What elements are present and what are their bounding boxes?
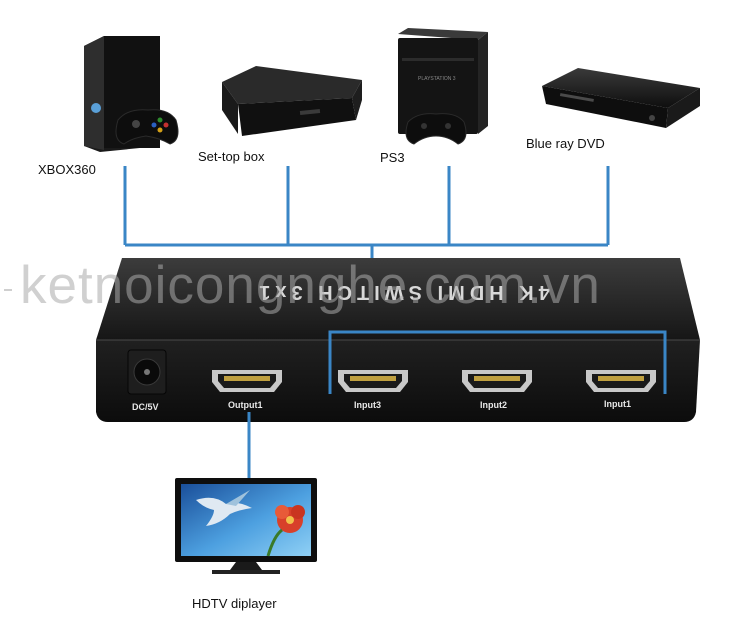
svg-text:PLAYSTATION 3: PLAYSTATION 3 [418, 76, 456, 82]
hdmi-port-input2 [462, 370, 532, 392]
ps3-device: PLAYSTATION 3 [398, 28, 488, 144]
hdmi-port-output1 [212, 370, 282, 392]
dc-power-jack [128, 350, 166, 394]
set-top-box-device [222, 66, 362, 136]
input1-label: Input1 [604, 399, 631, 409]
dc-5v-label: DC/5V [132, 402, 159, 412]
xbox360-device [84, 36, 178, 152]
ps3-label: PS3 [380, 150, 405, 165]
hdmi-port-input3 [338, 370, 408, 392]
hdmi-port-input1 [586, 370, 656, 392]
site-watermark: ketnoicongnghe.com.vn [20, 255, 601, 316]
blu-ray-dvd-label: Blue ray DVD [526, 136, 605, 151]
hdtv-display [175, 478, 317, 574]
set-top-box-label: Set-top box [198, 149, 265, 164]
input2-label: Input2 [480, 400, 507, 410]
input3-label: Input3 [354, 400, 381, 410]
output1-label: Output1 [228, 400, 263, 410]
hdtv-label: HDTV diplayer [192, 596, 277, 611]
blu-ray-dvd-device [542, 68, 700, 128]
xbox360-label: XBOX360 [38, 162, 96, 177]
